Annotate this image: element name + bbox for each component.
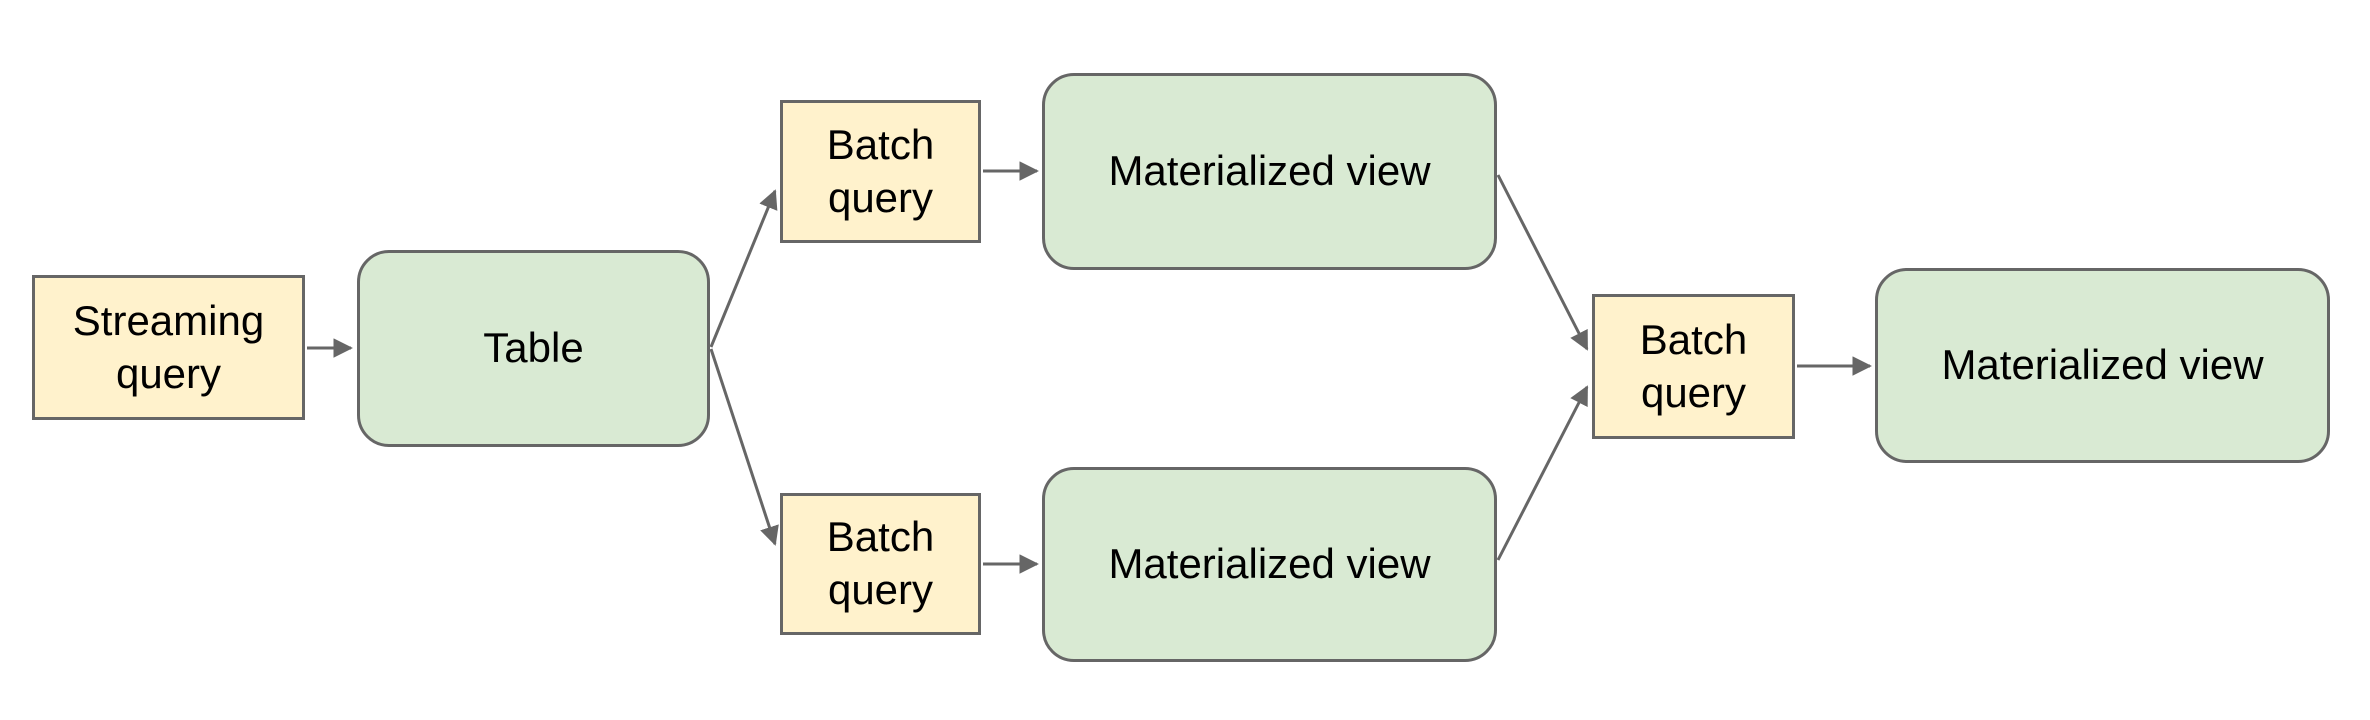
node-batch-query-top-label: Batch query — [826, 120, 935, 221]
node-materialized-view-bottom-label: Materialized view — [1108, 540, 1431, 588]
arrow-table-to-batch-query-bottom — [709, 348, 779, 546]
node-batch-query-right-label: Batch query — [1639, 315, 1748, 416]
arrow-table-to-batch-query-top — [709, 189, 778, 348]
arrow-materialized-view-bottom-to-batch-query-right — [1496, 385, 1589, 561]
node-batch-query-top: Batch query — [780, 100, 981, 243]
node-table: Table — [357, 250, 710, 447]
node-table-label: Table — [483, 324, 584, 372]
arrow-materialized-view-top-to-batch-query-right — [1496, 174, 1589, 351]
node-materialized-view-top-label: Materialized view — [1108, 147, 1431, 195]
node-batch-query-right: Batch query — [1592, 294, 1795, 439]
node-batch-query-bottom: Batch query — [780, 493, 981, 635]
node-materialized-view-right: Materialized view — [1875, 268, 2330, 463]
node-streaming-query-label: Streaming query — [72, 296, 265, 397]
node-materialized-view-right-label: Materialized view — [1941, 341, 2264, 389]
node-materialized-view-top: Materialized view — [1042, 73, 1497, 270]
node-streaming-query: Streaming query — [32, 275, 305, 420]
node-materialized-view-bottom: Materialized view — [1042, 467, 1497, 662]
node-batch-query-bottom-label: Batch query — [826, 513, 935, 613]
